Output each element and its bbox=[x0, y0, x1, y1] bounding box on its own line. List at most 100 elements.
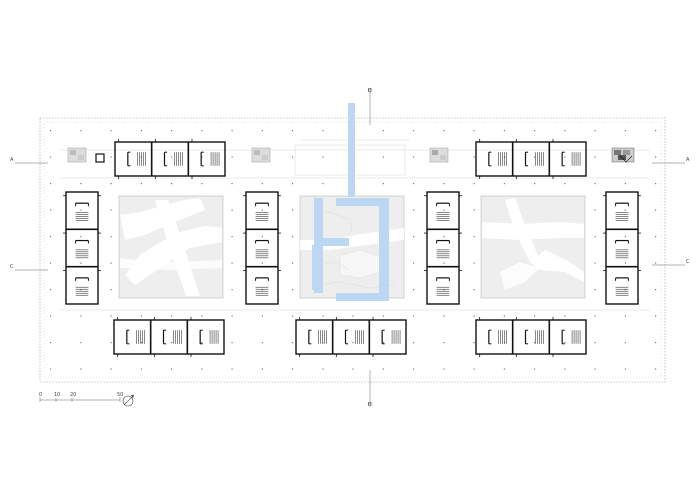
grid-dot bbox=[413, 130, 415, 132]
grid-dot bbox=[292, 156, 294, 158]
grid-dot bbox=[352, 315, 354, 317]
north-arrow-icon bbox=[122, 395, 134, 407]
grid-dot bbox=[50, 342, 52, 344]
scale-tick-10: 10 bbox=[54, 392, 60, 398]
grid-dot bbox=[624, 315, 626, 317]
grid-dot bbox=[624, 183, 626, 185]
grid-dot bbox=[231, 368, 233, 370]
grid-dot bbox=[261, 368, 263, 370]
section-label-b-bottom: B bbox=[368, 402, 372, 408]
grid-dot bbox=[413, 368, 415, 370]
grid-dot bbox=[624, 130, 626, 132]
grid-dot bbox=[655, 130, 657, 132]
grid-dot bbox=[443, 289, 445, 291]
grid-dot bbox=[231, 156, 233, 158]
grid-dot bbox=[231, 209, 233, 211]
grid-dot bbox=[655, 315, 657, 317]
grid-dot bbox=[50, 209, 52, 211]
grid-dot bbox=[231, 183, 233, 185]
grid-dot bbox=[594, 183, 596, 185]
section-label-b-top: B bbox=[368, 88, 372, 94]
section-marker-c-left: C bbox=[10, 264, 48, 271]
grid-dot bbox=[171, 342, 173, 344]
grid-dot bbox=[624, 236, 626, 238]
block-left-east bbox=[245, 191, 279, 305]
grid-dot bbox=[261, 315, 263, 317]
residential-blocks bbox=[63, 139, 641, 357]
section-marker-b-bottom: B bbox=[367, 370, 373, 408]
grid-dot bbox=[503, 315, 505, 317]
grid-dot bbox=[80, 289, 82, 291]
grid-dot bbox=[261, 342, 263, 344]
grid-dot bbox=[171, 130, 173, 132]
grid-dot bbox=[201, 183, 203, 185]
grid-dot bbox=[80, 130, 82, 132]
grid-dot bbox=[382, 342, 384, 344]
grid-dot bbox=[140, 130, 142, 132]
grid-dot bbox=[473, 209, 475, 211]
grid-dot bbox=[352, 368, 354, 370]
grid-dot bbox=[624, 368, 626, 370]
grid-dot bbox=[534, 183, 536, 185]
grid-dot bbox=[655, 236, 657, 238]
kiosk-3 bbox=[429, 147, 449, 163]
section-marker-c-right: C bbox=[652, 259, 690, 266]
grid-dot bbox=[564, 130, 566, 132]
section-label-a-left: A bbox=[10, 157, 14, 163]
grid-dot bbox=[50, 130, 52, 132]
grid-dot bbox=[655, 183, 657, 185]
grid-dot bbox=[110, 262, 112, 264]
grid-dot bbox=[171, 183, 173, 185]
grid-dot bbox=[594, 289, 596, 291]
block-top-left bbox=[114, 141, 226, 177]
grid-dot bbox=[231, 130, 233, 132]
grid-dot bbox=[382, 315, 384, 317]
grid-dot bbox=[594, 130, 596, 132]
grid-dot bbox=[624, 262, 626, 264]
kiosk-4 bbox=[611, 147, 635, 163]
grid-dot bbox=[50, 315, 52, 317]
grid-dot bbox=[80, 262, 82, 264]
block-right-east bbox=[605, 191, 639, 305]
grid-dot bbox=[655, 342, 657, 344]
grid-dot bbox=[594, 236, 596, 238]
grid-dot bbox=[231, 236, 233, 238]
section-marker-a-left: A bbox=[10, 157, 48, 164]
water-channel bbox=[312, 103, 389, 301]
grid-dot bbox=[80, 209, 82, 211]
grid-dot bbox=[564, 183, 566, 185]
grid-dot bbox=[110, 130, 112, 132]
grid-dot bbox=[443, 342, 445, 344]
grid-dot bbox=[50, 156, 52, 158]
grid-dot bbox=[322, 130, 324, 132]
grid-dot bbox=[413, 342, 415, 344]
grid-dot bbox=[503, 130, 505, 132]
grid-dot bbox=[110, 289, 112, 291]
grid-dot bbox=[594, 315, 596, 317]
grid-dot bbox=[594, 342, 596, 344]
grid-dot bbox=[534, 315, 536, 317]
block-bottom-right bbox=[475, 319, 587, 355]
grid-dot bbox=[443, 130, 445, 132]
grid-dot bbox=[443, 209, 445, 211]
grid-dot bbox=[292, 209, 294, 211]
grid-dot bbox=[382, 183, 384, 185]
grid-dot bbox=[261, 130, 263, 132]
scale-tick-20: 20 bbox=[70, 392, 76, 398]
block-center-east bbox=[426, 191, 460, 305]
grid-dot bbox=[534, 156, 536, 158]
grid-dot bbox=[292, 262, 294, 264]
grid-dot bbox=[443, 315, 445, 317]
grid-dot bbox=[50, 289, 52, 291]
grid-dot bbox=[655, 262, 657, 264]
grid-dot bbox=[292, 315, 294, 317]
grid-dot bbox=[534, 130, 536, 132]
grid-dot bbox=[594, 209, 596, 211]
grid-dot bbox=[443, 368, 445, 370]
grid-dot bbox=[473, 236, 475, 238]
grid-dot bbox=[201, 130, 203, 132]
grid-dot bbox=[503, 183, 505, 185]
grid-dot bbox=[413, 236, 415, 238]
grid-dot bbox=[473, 130, 475, 132]
section-marker-b-top: B bbox=[367, 87, 373, 125]
